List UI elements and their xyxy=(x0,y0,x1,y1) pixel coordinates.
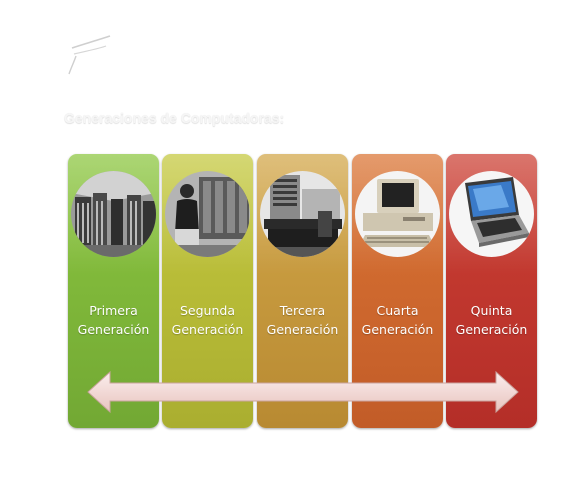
generation-name-4: Cuarta xyxy=(376,303,419,318)
generation-card-2: Segunda Generación xyxy=(162,154,253,428)
mainframe-console-photo xyxy=(260,171,345,257)
generation-word-2: Generación xyxy=(171,322,244,337)
generation-name-2: Segunda xyxy=(180,303,235,318)
generation-label-5: Quinta Generación xyxy=(446,301,537,339)
generation-label-4: Cuarta Generación xyxy=(352,301,443,339)
generation-card-1: Primera Generación xyxy=(68,154,159,428)
laptop-photo xyxy=(449,171,534,257)
generation-card-5: Quinta Generación xyxy=(446,154,537,428)
generation-name-3: Tercera xyxy=(279,303,326,318)
generation-label-3: Tercera Generación xyxy=(257,301,348,339)
generations-diagram: Primera Generación Segunda Generación xyxy=(68,154,538,428)
transistor-computer-photo xyxy=(165,171,250,257)
generation-word-1: Generación xyxy=(77,322,150,337)
generation-card-3: Tercera Generación xyxy=(257,154,348,428)
page-heading: Generaciones de Computadoras: xyxy=(64,110,285,126)
generation-label-2: Segunda Generación xyxy=(162,301,253,339)
generation-label-1: Primera Generación xyxy=(68,301,159,339)
generation-word-5: Generación xyxy=(455,322,528,337)
generation-word-4: Generación xyxy=(361,322,434,337)
vacuum-tube-computer-photo xyxy=(71,171,156,257)
generation-name-5: Quinta xyxy=(470,303,513,318)
generation-name-1: Primera xyxy=(89,303,138,318)
scribble-mark xyxy=(68,35,111,75)
generation-word-3: Generación xyxy=(266,322,339,337)
double-headed-arrow xyxy=(87,370,519,414)
generation-card-4: Cuarta Generación xyxy=(352,154,443,428)
personal-computer-photo xyxy=(355,171,440,257)
